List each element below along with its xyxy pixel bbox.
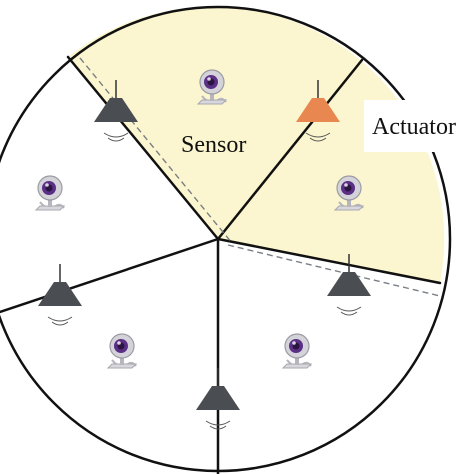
pendant-lamp-icon bbox=[196, 368, 240, 430]
divider-line bbox=[66, 55, 220, 241]
webcam-icon bbox=[281, 332, 313, 370]
webcam-icon bbox=[106, 332, 138, 370]
pendant-lamp-icon-active bbox=[296, 80, 340, 142]
webcam-icon bbox=[34, 174, 66, 212]
divider-line bbox=[216, 237, 442, 285]
actuator-label: Actuator bbox=[372, 114, 456, 140]
divider-line bbox=[0, 237, 220, 314]
divider-line bbox=[216, 58, 364, 241]
pendant-lamp-icon bbox=[38, 264, 82, 326]
actuator-label-box: Actuator bbox=[364, 100, 474, 152]
pendant-lamp-icon bbox=[94, 80, 138, 142]
pendant-lamp-icon bbox=[327, 254, 371, 316]
highlight-dashed-boundary bbox=[79, 57, 441, 297]
sector-dividers bbox=[0, 55, 442, 474]
sensor-label: Sensor bbox=[181, 132, 246, 158]
